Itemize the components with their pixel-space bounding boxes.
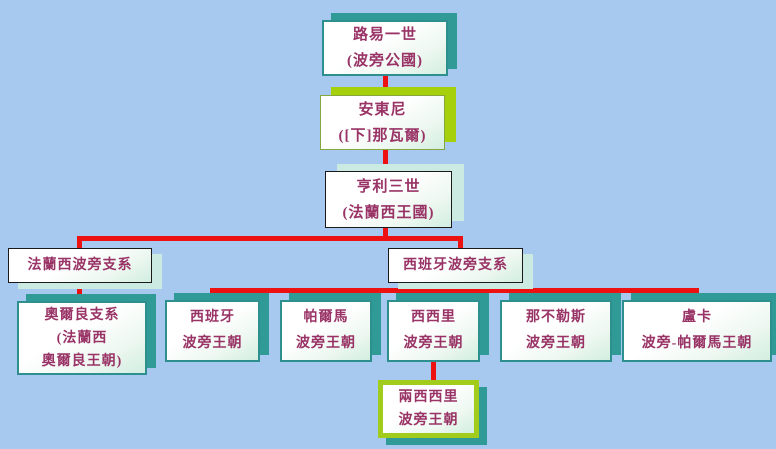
node-two-sicilies-line2: 波旁王朝 — [398, 413, 459, 428]
node-two-sicilies-line1: 兩西西里 — [398, 390, 459, 405]
connector-drop-france-branch — [77, 239, 82, 248]
node-spain-line1: 西班牙 — [190, 310, 235, 325]
node-sicily-bourbon: 西西里 波旁王朝 — [387, 293, 489, 362]
node-louis-i-name: 路易一世 — [352, 27, 417, 43]
node-french-bourbon-branch: 法蘭西波旁支系 — [8, 248, 162, 289]
node-louis-i-realm: (波旁公國) — [347, 53, 423, 69]
connector-drop-spain-branch — [458, 239, 463, 248]
node-parma-line1: 帕爾馬 — [303, 310, 349, 325]
connector-henry-branchbar — [383, 228, 388, 238]
node-lucca-line2: 波旁-帕爾馬王朝 — [641, 336, 753, 351]
node-naples-line2: 波旁王朝 — [526, 336, 586, 351]
node-two-sicilies-bourbon: 兩西西里 波旁王朝 — [378, 380, 487, 445]
connector-louis-antoine — [383, 76, 388, 95]
connector-branch-bar — [77, 236, 463, 241]
node-parma-bourbon: 帕爾馬 波旁王朝 — [280, 293, 381, 362]
node-henry-iii-name: 亨利三世 — [356, 178, 421, 195]
node-parma-line2: 波旁王朝 — [296, 336, 356, 351]
node-antoine-name: 安東尼 — [358, 101, 407, 118]
node-orleans-line3: 奧爾良王朝) — [41, 353, 123, 369]
node-lucca-bourbon-parma: 盧卡 波旁-帕爾馬王朝 — [622, 293, 776, 362]
connector-children-bar — [210, 288, 699, 293]
node-spanish-bourbon-branch: 西班牙波旁支系 — [388, 248, 533, 289]
node-spain-line2: 波旁王朝 — [182, 336, 243, 351]
node-antoine: 安東尼 ([下]那瓦爾) — [320, 87, 456, 150]
node-orleans-branch: 奧爾良支系 (法蘭西 奧爾良王朝) — [17, 294, 156, 375]
node-sicily-line1: 西西里 — [411, 310, 456, 325]
node-henry-iii: 亨利三世 (法蘭西王國) — [325, 164, 464, 228]
node-orleans-line2: (法蘭西 — [56, 330, 108, 346]
node-spanish-bourbon-branch-label: 西班牙波旁支系 — [403, 257, 508, 273]
node-henry-iii-realm: (法蘭西王國) — [342, 204, 435, 221]
node-louis-i: 路易一世 (波旁公國) — [322, 13, 457, 76]
connector-sicily-twosicilies — [431, 362, 436, 380]
connector-antoine-henry — [383, 150, 388, 171]
connector-france-orleans — [77, 283, 82, 301]
node-sicily-line2: 波旁王朝 — [403, 336, 464, 351]
node-orleans-line1: 奧爾良支系 — [44, 307, 120, 323]
node-spain-bourbon: 西班牙 波旁王朝 — [165, 293, 269, 362]
node-french-bourbon-branch-label: 法蘭西波旁支系 — [27, 257, 133, 273]
node-lucca-line1: 盧卡 — [682, 310, 712, 325]
node-naples-bourbon: 那不勒斯 波旁王朝 — [500, 293, 621, 362]
node-antoine-realm: ([下]那瓦爾) — [338, 127, 427, 144]
node-naples-line1: 那不勒斯 — [526, 310, 586, 325]
